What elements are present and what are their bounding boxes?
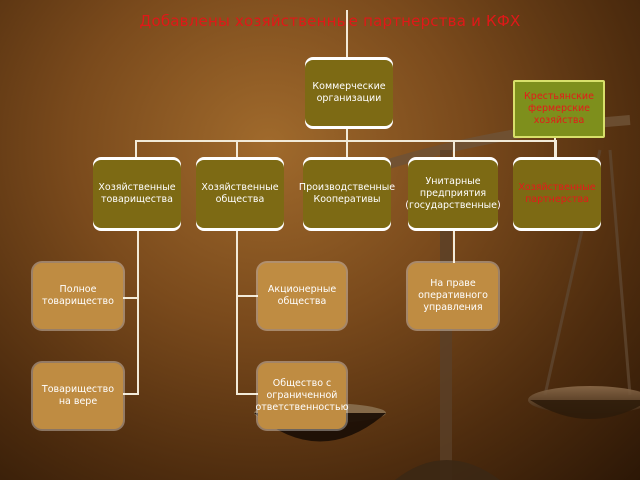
connector-col2-child1 (236, 295, 258, 297)
diagram-title: Добавлены хозяйственные партнерства и КФ… (139, 12, 521, 30)
root-box-commercial-organizations: Коммерческие организации (305, 60, 393, 126)
child-operational-management: На праве оперативного управления (408, 263, 498, 329)
connector-col1-drop (135, 140, 137, 158)
column-head-business-partnerships: Хозяйственные товарищества (93, 160, 181, 228)
column-head-unitary-enterprises: Унитарные предприятия (государственные) (405, 160, 501, 228)
connector-root-stem (346, 10, 348, 58)
connector-col2-drop (236, 140, 238, 158)
child-joint-stock-companies: Акционерные общества (258, 263, 346, 329)
column-head-economic-partnerships: Хозяйственные партнерства (513, 160, 601, 228)
connector-col5-drop (555, 140, 557, 158)
side-note-peasant-farms: Крестьянские фермерские хозяйства (513, 80, 605, 138)
connector-side-note (554, 138, 556, 158)
child-limited-liability-company: Общество с ограниченной ответственностью (255, 363, 349, 429)
connector-col2-vertical (236, 230, 238, 393)
child-limited-partnership: Товарищество на вере (33, 363, 123, 429)
connector-col1-child2 (123, 393, 139, 395)
connector-heads-bus (135, 140, 555, 142)
connector-col4-drop (453, 140, 455, 158)
column-head-production-cooperatives: Производственные Кооперативы (299, 160, 395, 228)
connector-col2-child2 (236, 393, 258, 395)
connector-col4-vertical (453, 230, 455, 264)
connector-col1-child1 (123, 297, 139, 299)
column-head-business-companies: Хозяйственные общества (196, 160, 284, 228)
child-full-partnership: Полное товарищество (33, 263, 123, 329)
connector-col1-vertical (137, 230, 139, 393)
connector-col3-drop (346, 128, 348, 158)
